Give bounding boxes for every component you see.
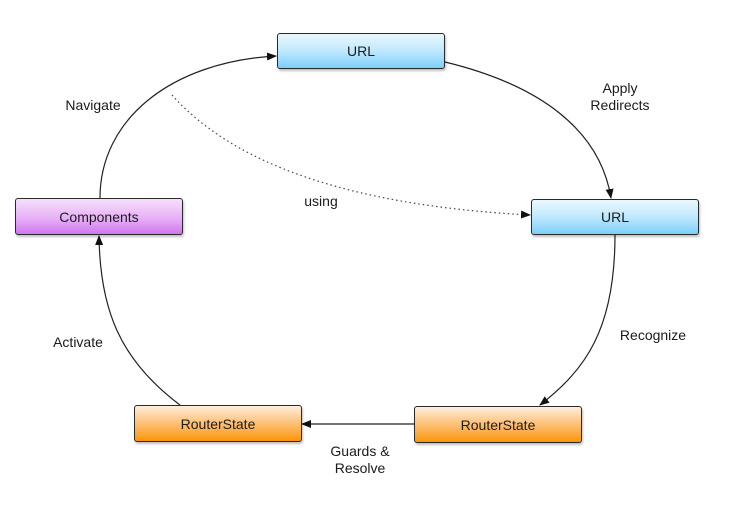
node-label: URL	[600, 209, 629, 225]
label-recognize: Recognize	[608, 327, 698, 344]
node-url-right: URL	[531, 199, 699, 235]
label-line: Redirects	[590, 97, 650, 113]
label-apply-redirects: Apply Redirects	[580, 80, 660, 114]
node-routerstate-right: RouterState	[414, 406, 582, 443]
node-label: RouterState	[460, 416, 536, 433]
label-using: using	[296, 193, 346, 210]
label-line: Recognize	[619, 327, 687, 343]
label-guards-resolve: Guards & Resolve	[318, 443, 402, 477]
node-label: RouterState	[180, 415, 256, 432]
label-line: Activate	[53, 334, 103, 350]
label-line: Navigate	[65, 97, 121, 113]
edge-apply-redirects	[444, 61, 614, 199]
node-url-top: URL	[277, 33, 445, 69]
edge-using	[171, 94, 531, 219]
edge-navigate	[99, 52, 277, 199]
node-label: URL	[346, 43, 375, 59]
node-routerstate-left: RouterState	[134, 405, 302, 442]
node-components: Components	[15, 198, 183, 235]
label-activate: Activate	[40, 334, 116, 351]
edge-recognize	[539, 234, 616, 406]
edge-activate	[95, 235, 181, 406]
label-line: Guards &	[330, 443, 390, 459]
label-line: Apply	[602, 80, 638, 96]
label-line: using	[304, 193, 338, 209]
label-navigate: Navigate	[55, 97, 131, 114]
label-line: Resolve	[334, 460, 386, 476]
node-label: Components	[59, 208, 139, 225]
